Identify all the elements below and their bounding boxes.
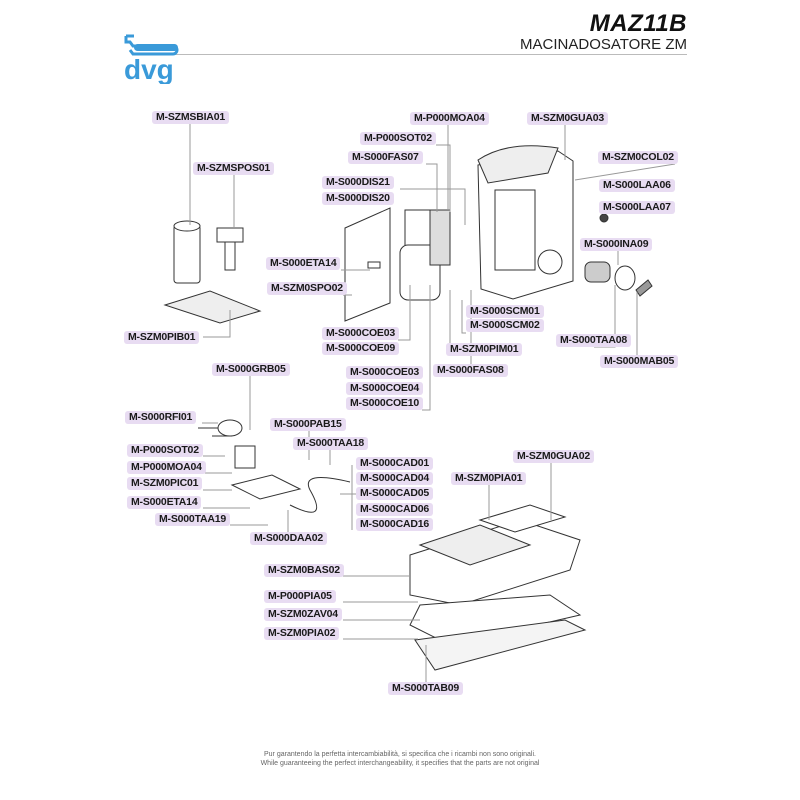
part-label[interactable]: M-S000CAD04 [356, 472, 433, 485]
part-label[interactable]: M-S000TAB09 [388, 682, 464, 695]
part-label[interactable]: M-S000COE09 [322, 342, 399, 355]
part-label[interactable]: M-SZM0PIA02 [264, 627, 340, 640]
part-label[interactable]: M-S000ETA14 [266, 257, 341, 270]
part-label[interactable]: M-S000DIS20 [322, 192, 394, 205]
disclaimer-italian: Pur garantendo la perfetta intercambiabi… [264, 751, 536, 758]
part-label[interactable]: M-S000CAD01 [356, 457, 433, 470]
part-label[interactable]: M-S000INA09 [580, 238, 653, 251]
housing [477, 145, 574, 300]
part-label[interactable]: M-SZM0PIM01 [446, 343, 523, 356]
part-label[interactable]: M-S000MAB05 [600, 355, 679, 368]
part-label[interactable]: M-S000COE10 [346, 397, 423, 410]
part-label[interactable]: M-S000TAA08 [556, 334, 632, 347]
model-title: MAZ11B [589, 10, 687, 37]
part-label[interactable]: M-SZM0COL02 [598, 151, 678, 164]
part-label[interactable]: M-S000TAA18 [293, 437, 369, 450]
part-label[interactable]: M-S000DAA02 [250, 532, 327, 545]
part-label[interactable]: M-S000FAS07 [348, 151, 423, 164]
part-label[interactable]: M-S000LAA06 [599, 179, 675, 192]
part-label[interactable]: M-S000COE03 [346, 366, 423, 379]
part-label[interactable]: M-S000SCM01 [466, 305, 544, 318]
part-label[interactable]: M-SZM0PIB01 [124, 331, 200, 344]
part-label[interactable]: M-SZM0PIA01 [451, 472, 527, 485]
part-label[interactable]: M-P000MOA04 [410, 112, 489, 125]
part-label[interactable]: M-SZM0PIC01 [127, 477, 203, 490]
model-subtitle: MACINADOSATORE ZM [520, 36, 687, 53]
part-label[interactable]: M-S000CAD16 [356, 518, 433, 531]
hopper-part [163, 220, 262, 324]
part-label[interactable]: M-SZM0BAS02 [264, 564, 344, 577]
part-label[interactable]: M-S000SCM02 [466, 319, 544, 332]
part-label[interactable]: M-S000TAA19 [155, 513, 231, 526]
base-assembly [409, 504, 587, 671]
disclaimer-english: While guaranteeing the perfect interchan… [260, 760, 540, 767]
part-label[interactable]: M-S000FAS08 [433, 364, 508, 377]
part-label[interactable]: M-S000DIS21 [322, 176, 394, 189]
part-label[interactable]: M-SZMSBIA01 [152, 111, 229, 124]
part-label[interactable]: M-SZM0SPO02 [267, 282, 347, 295]
part-label[interactable]: M-S000GRB05 [212, 363, 290, 376]
part-label[interactable]: M-P000MOA04 [127, 461, 206, 474]
part-label[interactable]: M-SZM0GUA02 [513, 450, 595, 463]
header-divider [175, 54, 687, 55]
motor-assembly [399, 209, 451, 301]
part-label[interactable]: M-P000PIA05 [264, 590, 336, 603]
part-label[interactable]: M-S000CAD05 [356, 487, 433, 500]
part-label[interactable]: M-SZMSPOS01 [193, 162, 275, 175]
part-label[interactable]: M-S000RFI01 [125, 411, 197, 424]
part-label[interactable]: M-S000PAB15 [270, 418, 346, 431]
part-label[interactable]: M-SZM0ZAV04 [264, 608, 342, 621]
part-label[interactable]: M-S000COE03 [322, 327, 399, 340]
part-label[interactable]: M-S000ETA14 [127, 496, 202, 509]
part-label[interactable]: M-S000CAD06 [356, 503, 433, 516]
part-label[interactable]: M-P000SOT02 [360, 132, 436, 145]
part-label[interactable]: M-S000COE04 [346, 382, 423, 395]
part-label[interactable]: M-S000LAA07 [599, 201, 675, 214]
part-label[interactable]: M-P000SOT02 [127, 444, 203, 457]
part-label[interactable]: M-SZM0GUA03 [527, 112, 609, 125]
dvg-logo: dvg [124, 34, 179, 84]
svg-text:dvg: dvg [124, 54, 174, 84]
